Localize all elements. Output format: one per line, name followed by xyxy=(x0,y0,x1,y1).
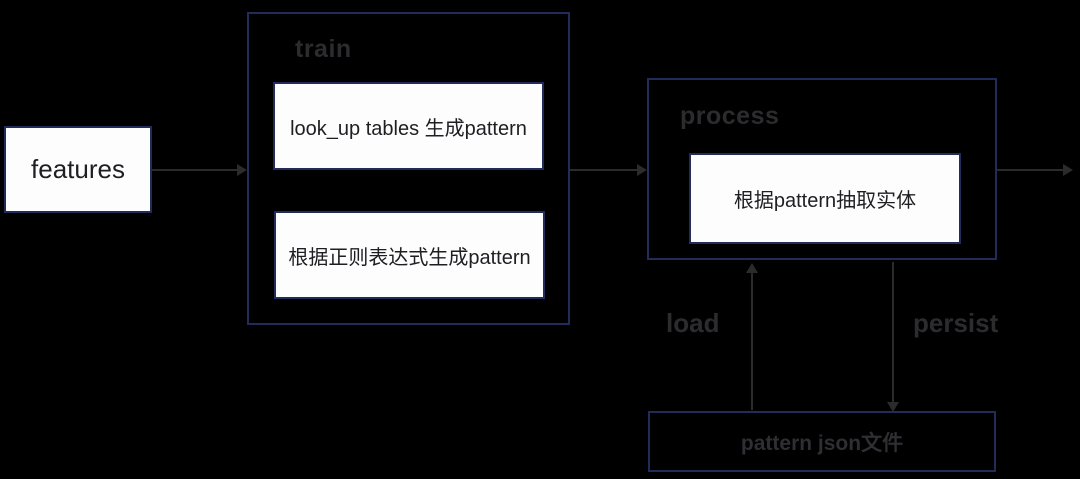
edge-label-persist: persist xyxy=(913,308,999,338)
group-train-title: train xyxy=(295,35,352,63)
arrowhead-load xyxy=(746,263,758,273)
node-pattern-json-file: pattern json文件 xyxy=(648,411,996,472)
arrowhead-features-to-train xyxy=(237,164,247,176)
process-item-extract-entities: 根据pattern抽取实体 xyxy=(689,153,961,244)
train-item-regex-label: 根据正则表达式生成pattern xyxy=(288,246,531,269)
node-pattern-json-file-label: pattern json文件 xyxy=(740,431,904,455)
group-process: process 根据pattern抽取实体 xyxy=(647,78,997,260)
train-item-lookup-tables: look_up tables 生成pattern xyxy=(273,82,544,170)
arrowhead-train-to-process xyxy=(637,164,647,176)
process-item-extract-entities-label: 根据pattern抽取实体 xyxy=(733,190,917,212)
node-features-label: features xyxy=(31,154,125,184)
group-train: train look_up tables 生成pattern 根据正则表达式生成… xyxy=(247,12,570,325)
arrowhead-process-output xyxy=(1063,164,1073,176)
train-item-lookup-tables-label: look_up tables 生成pattern xyxy=(290,117,527,140)
arrow-features-to-train xyxy=(152,169,238,171)
arrow-train-to-process xyxy=(570,169,637,171)
group-process-title: process xyxy=(680,102,780,130)
edge-label-load: load xyxy=(666,308,720,338)
train-item-regex: 根据正则表达式生成pattern xyxy=(274,211,545,299)
arrow-process-output xyxy=(997,169,1063,171)
arrowhead-persist xyxy=(887,402,899,412)
node-features: features xyxy=(4,126,152,213)
arrow-persist xyxy=(892,262,894,402)
arrow-load xyxy=(751,273,753,410)
